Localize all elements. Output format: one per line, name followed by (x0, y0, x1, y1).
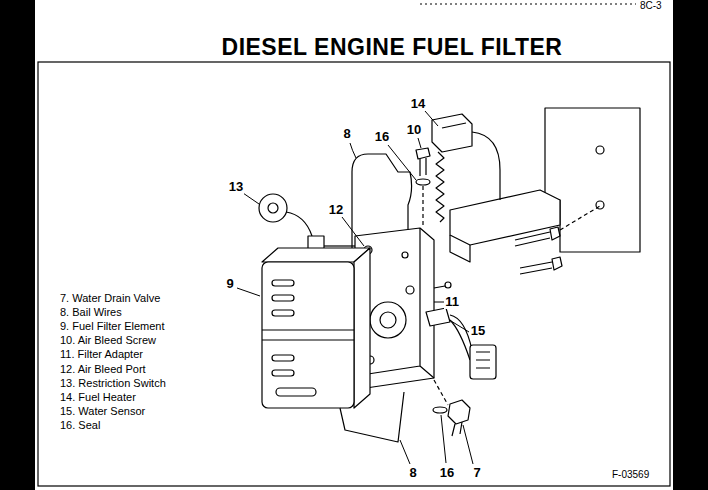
leader-line (451, 321, 469, 332)
parts (259, 108, 640, 442)
alignment-line (560, 206, 600, 230)
seal (416, 179, 430, 185)
leader-line (418, 138, 421, 148)
callout-number: 14 (410, 97, 426, 111)
leader-line (441, 415, 446, 463)
screw (434, 286, 445, 288)
filter-element-top (262, 248, 370, 262)
callout-number: 11 (444, 295, 460, 309)
diagram-title: DIESEL ENGINE FUEL FILTER (222, 35, 563, 60)
bolt-head (552, 257, 562, 270)
filter-slot (276, 388, 316, 396)
callout-number: 12 (328, 203, 344, 217)
air-bleed-screw-shank (420, 158, 426, 176)
callout-number: 8 (408, 466, 417, 480)
part-list-item: 7. Water Drain Valve (60, 292, 160, 304)
seal (433, 407, 447, 413)
header-rule (420, 4, 636, 5)
callout-number: 8 (342, 127, 351, 141)
alignment-line (422, 186, 423, 228)
leader-line (243, 193, 259, 204)
air-bleed-screw-head (416, 148, 430, 159)
part-list-item: 8. Bail Wires (60, 306, 122, 318)
filter-port (380, 312, 396, 328)
bolt-hole (596, 146, 604, 154)
sensor-wire (450, 315, 472, 360)
leader-line (400, 440, 410, 464)
fuel-heater-detail (442, 123, 466, 128)
fuel-heater (432, 114, 472, 152)
callout-number: 15 (470, 324, 486, 338)
callout-number: 10 (406, 123, 422, 137)
restriction-switch (259, 194, 287, 222)
sensor-connector (470, 345, 496, 379)
filter-slot (272, 295, 294, 301)
part-list-item: 15. Water Sensor (60, 405, 145, 417)
bolt-head (550, 227, 560, 240)
water-drain-valve (448, 400, 470, 424)
leader-line (388, 145, 416, 180)
bolt (515, 232, 550, 246)
screw (445, 282, 451, 288)
bracket-arm (450, 190, 560, 245)
page-number: 8C-3 (640, 0, 662, 11)
part-list-item: 9. Fuel Filter Element (60, 320, 165, 332)
callout-number: 7 (472, 466, 481, 480)
switch-wire (286, 212, 312, 236)
switch-wire (324, 245, 355, 246)
leader-line (425, 111, 438, 126)
heater-wire (472, 132, 500, 200)
port-hole (402, 252, 408, 258)
part-list-item: 13. Restriction Switch (60, 377, 166, 389)
part-list-item: 16. Seal (60, 419, 100, 431)
filter-slot (272, 370, 294, 376)
drain-valve-stem (452, 422, 462, 436)
leader-line (463, 425, 473, 464)
mounting-plate (545, 108, 640, 252)
part-list-item: 10. Air Bleed Screw (60, 334, 156, 346)
filter-port (370, 302, 406, 338)
leader-line (350, 143, 356, 158)
bolt (520, 262, 552, 274)
callout-number: 16 (374, 130, 390, 144)
bracket-arm (450, 235, 470, 262)
filter-element (262, 262, 354, 408)
connector-detail (476, 352, 490, 368)
part-list-item: 11. Filter Adapter (60, 348, 143, 360)
callout-number: 9 (225, 277, 234, 291)
filter-slot (272, 280, 294, 286)
heater-coil (436, 152, 444, 222)
part-list-item: 14. Fuel Heater (60, 391, 136, 403)
figure-number: F-03569 (612, 469, 649, 480)
port-hole (406, 286, 414, 294)
water-sensor (426, 308, 450, 326)
leader-line (237, 288, 260, 296)
filter-slot (272, 355, 294, 361)
bail-wire (340, 392, 404, 442)
leader-lines (237, 111, 473, 464)
paper-ground (35, 0, 673, 490)
leader-line (434, 302, 444, 303)
callout-number: 13 (228, 180, 244, 194)
part-list-item: 12. Air Bleed Port (60, 363, 146, 375)
alignment-line (434, 380, 448, 405)
restriction-switch-center (268, 203, 278, 213)
callout-number: 16 (439, 466, 455, 480)
filter-slot (272, 310, 294, 316)
figure-frame (38, 62, 670, 486)
filter-element-side (354, 248, 370, 408)
leader-line (342, 217, 364, 246)
filter-element-band (262, 330, 354, 340)
